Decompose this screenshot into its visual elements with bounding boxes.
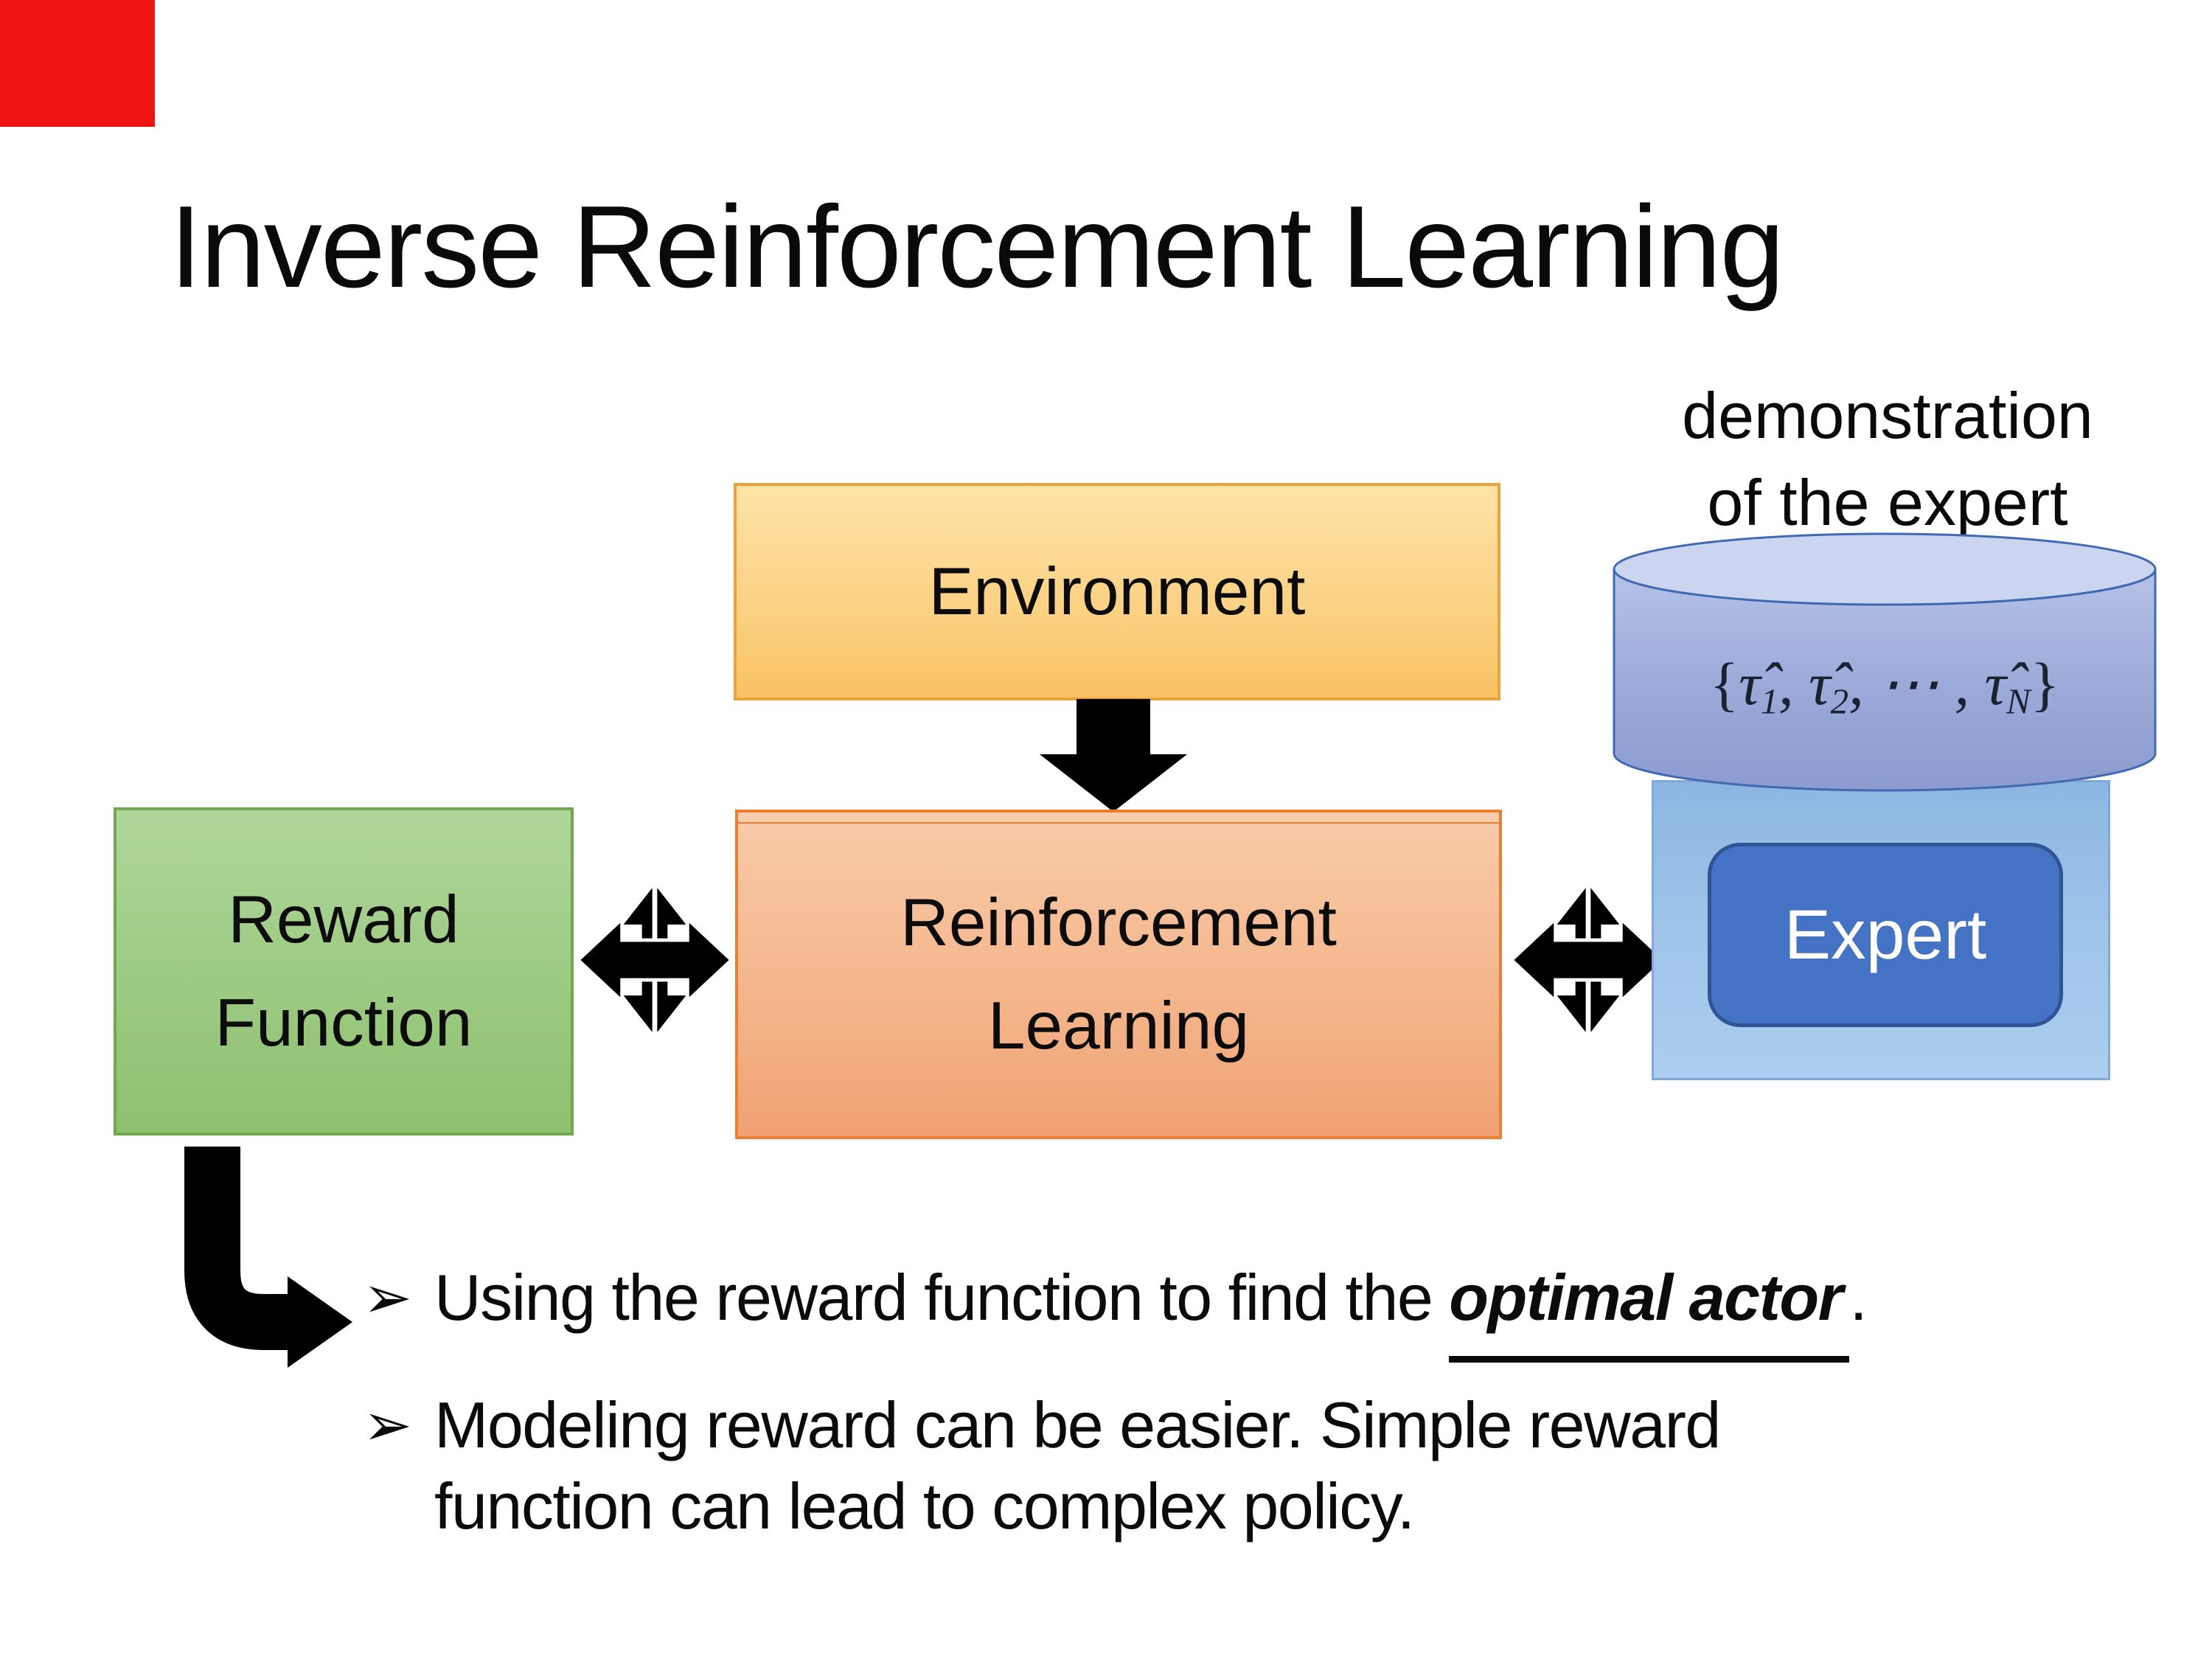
environment-label: Environment [928, 554, 1306, 629]
reward-label-line2: Function [215, 985, 473, 1060]
formula-sub1: 1 [1760, 681, 1779, 722]
bullet-arrow-icon: ➢ [363, 1265, 413, 1330]
reward-label-line1: Reward [228, 882, 459, 957]
formula-sep1: , [1778, 650, 1809, 717]
bent-arrow-icon [184, 1147, 352, 1368]
bullet-arrow-icon: ➢ [363, 1392, 413, 1458]
double-arrow-right-icon [1510, 884, 1666, 1036]
rl-label-line2: Learning [987, 988, 1250, 1063]
red-marker [0, 0, 155, 127]
bullet-item-2: ➢ Modeling reward can be easier. Simple … [363, 1385, 2169, 1547]
rl-box-seam [738, 813, 1499, 824]
demonstration-note: demonstration of the expert [1585, 372, 2190, 546]
expert-label: Expert [1784, 895, 1987, 974]
down-arrow-icon [1040, 699, 1187, 812]
double-arrow-left-icon [577, 884, 733, 1036]
formula-subN: N [2006, 681, 2031, 722]
formula-tau2: τ̂ [1809, 650, 1831, 717]
formula-sub2: 2 [1830, 681, 1849, 722]
formula-open-brace: { [1709, 650, 1739, 717]
reinforcement-learning-box: Reinforcement Learning [735, 810, 1502, 1139]
page-title: Inverse Reinforcement Learning [170, 182, 1784, 312]
reward-function-box: Reward Function [114, 807, 574, 1135]
rl-label-line1: Reinforcement [900, 885, 1337, 960]
bullet-2-text: Modeling reward can be easier. Simple re… [434, 1385, 1721, 1547]
formula-sep2: , ⋯ , [1848, 650, 1985, 717]
demonstration-database-icon [1613, 532, 2157, 792]
bullet-2-line1: Modeling reward can be easier. Simple re… [434, 1388, 1721, 1461]
bullet-1-post: . [1849, 1261, 1867, 1334]
bullet-1-emphasis: optimal actor [1449, 1257, 1850, 1363]
formula-close-brace: } [2030, 650, 2060, 717]
formula-tauN: τ̂ [1984, 650, 2006, 717]
bullet-2-line2: function can lead to complex policy. [434, 1470, 1415, 1543]
demonstration-note-line2: of the expert [1707, 466, 2068, 539]
bullet-1-text: Using the reward function to find the op… [434, 1257, 1868, 1363]
environment-box: Environment [734, 483, 1500, 700]
trajectory-set-formula: {τ̂1, τ̂2, ⋯ , τ̂N} [1619, 649, 2150, 722]
expert-box: Expert [1708, 843, 2063, 1027]
bullet-1-pre: Using the reward function to find the [434, 1261, 1450, 1334]
formula-tau1: τ̂ [1739, 650, 1761, 717]
demonstration-note-line1: demonstration [1682, 379, 2093, 452]
bullet-item-1: ➢ Using the reward function to find the … [363, 1257, 2169, 1363]
